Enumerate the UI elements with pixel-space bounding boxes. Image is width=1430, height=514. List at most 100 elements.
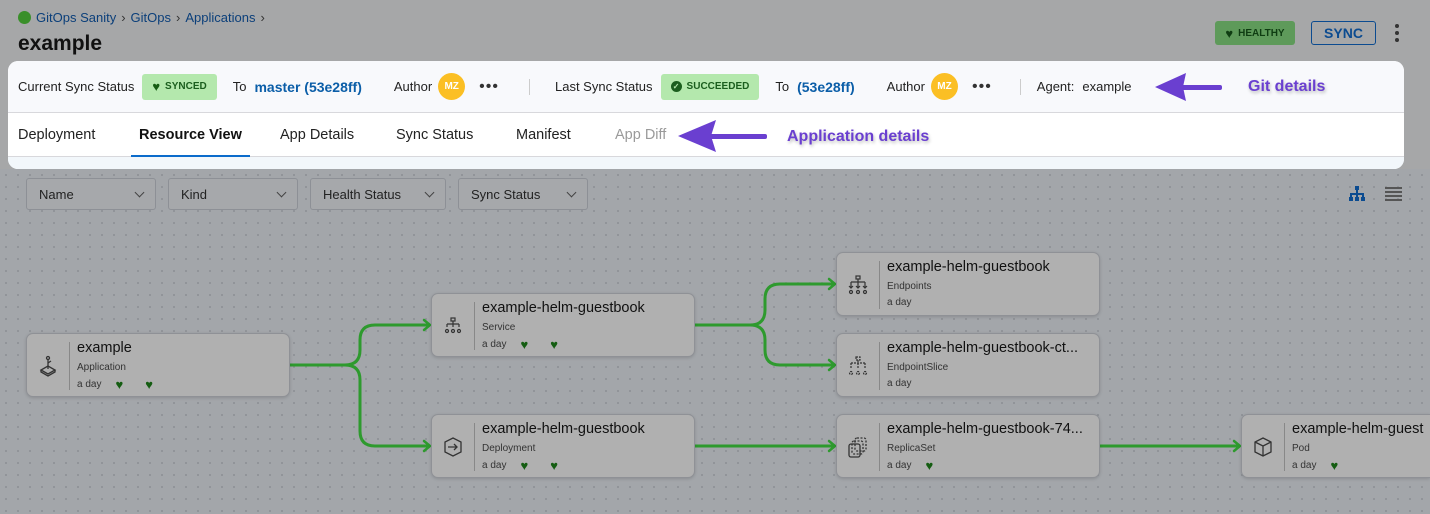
endpoints-icon xyxy=(837,253,879,317)
node-name: example-helm-guestbook xyxy=(887,259,1050,275)
succeeded-label: SUCCEEDED xyxy=(686,81,750,92)
last-sync-label: Last Sync Status xyxy=(554,79,653,94)
node-meta: a day♥♥ xyxy=(482,338,558,351)
resource-node[interactable]: example-helm-guestbook-ct... EndpointSlic… xyxy=(836,333,1100,397)
edge xyxy=(695,323,833,367)
node-meta: a day ♥ ♥ xyxy=(77,378,153,391)
current-sync-label: Current Sync Status xyxy=(18,79,135,94)
breadcrumb-separator-icon: › xyxy=(260,10,265,25)
list-view-icon[interactable] xyxy=(1385,186,1402,202)
arrow-left-icon xyxy=(678,120,767,152)
gitops-logo-icon xyxy=(18,11,31,24)
node-meta: a day ♥ xyxy=(1292,459,1338,472)
tab-manifest[interactable]: Manifest xyxy=(516,127,571,143)
sync-heart-icon: ♥ xyxy=(550,458,558,473)
node-age: a day xyxy=(887,460,912,471)
breadcrumb-item[interactable]: GitOps Sanity xyxy=(36,10,117,25)
node-name: example-helm-guest xyxy=(1292,421,1424,437)
divider xyxy=(528,78,530,95)
current-revision-link[interactable]: master (53e28ff) xyxy=(254,78,362,95)
edge-arrowheads xyxy=(422,277,1242,453)
heart-icon: ♥ xyxy=(152,79,161,94)
pod-icon xyxy=(1242,415,1284,479)
edge xyxy=(290,363,428,448)
tab-resource-view[interactable]: Resource View xyxy=(131,113,250,158)
health-label: HEALTHY xyxy=(1238,27,1285,39)
node-kind: Pod xyxy=(1292,443,1310,454)
node-meta: a day ♥ ♥ xyxy=(482,459,558,472)
filter-health-status[interactable]: Health Status xyxy=(310,178,446,210)
divider xyxy=(1019,78,1021,95)
node-meta: a day xyxy=(887,378,911,389)
health-heart-icon: ♥ xyxy=(115,377,124,392)
more-options-icon[interactable] xyxy=(1390,22,1404,44)
filter-sync-status[interactable]: Sync Status xyxy=(458,178,588,210)
node-kind: EndpointSlice xyxy=(887,362,949,373)
node-name: example-helm-guestbook-ct... xyxy=(887,340,1078,356)
node-age: a day xyxy=(887,378,912,389)
sync-heart-icon: ♥ xyxy=(550,337,558,352)
agent-value: example xyxy=(1082,79,1132,94)
annotation-arrows xyxy=(678,73,1222,152)
filter-kind[interactable]: Kind xyxy=(168,178,298,210)
tab-deployment[interactable]: Deployment xyxy=(18,127,96,143)
breadcrumb-separator-icon: › xyxy=(121,10,126,25)
breadcrumb: GitOps Sanity› GitOps› Applications› xyxy=(18,10,265,25)
divider xyxy=(474,423,475,471)
node-age: a day xyxy=(1292,460,1317,471)
filter-label: Kind xyxy=(181,186,208,202)
divider xyxy=(879,423,880,471)
tab-app-diff: App Diff xyxy=(615,127,667,143)
filter-label: Name xyxy=(39,186,74,202)
more-icon[interactable]: ••• xyxy=(479,77,499,95)
arrow-left-icon xyxy=(1155,73,1222,101)
node-age: a day xyxy=(482,460,507,471)
health-heart-icon: ♥ xyxy=(1330,458,1339,473)
node-kind: Endpoints xyxy=(887,281,932,292)
annotation-application-details: Application details xyxy=(787,128,930,145)
filter-name[interactable]: Name xyxy=(26,178,156,210)
divider xyxy=(879,261,880,309)
app-details-panel: Current Sync Status ♥SYNCED To master (5… xyxy=(8,61,1404,169)
node-kind: Deployment xyxy=(482,443,536,454)
tree-view-icon[interactable] xyxy=(1348,185,1366,203)
annotation-git-details: Git details xyxy=(1248,78,1326,95)
tab-bar: Deployment Resource View App Details Syn… xyxy=(8,113,1404,158)
succeeded-badge: ✓SUCCEEDED xyxy=(660,73,760,100)
health-heart-icon: ♥ xyxy=(520,458,529,473)
edge xyxy=(290,323,428,367)
breadcrumb-item[interactable]: GitOps xyxy=(130,10,172,25)
author-label: Author xyxy=(886,79,925,94)
heart-icon: ♥ xyxy=(1225,25,1234,41)
node-kind: Service xyxy=(482,322,516,333)
more-icon[interactable]: ••• xyxy=(971,77,992,95)
sync-button[interactable]: SYNC xyxy=(1311,21,1376,45)
panel-bottom-strip xyxy=(8,157,1404,169)
node-age: a day xyxy=(482,339,507,350)
divider xyxy=(879,342,880,390)
node-age: a day xyxy=(887,297,912,308)
tab-app-details[interactable]: App Details xyxy=(280,127,355,143)
node-kind: Application xyxy=(77,362,126,373)
node-meta: a day ♥ xyxy=(887,459,933,472)
last-revision-link[interactable]: (53e28ff) xyxy=(797,78,855,95)
replicaset-icon xyxy=(837,415,879,479)
node-age: a day xyxy=(77,379,102,390)
node-name: example-helm-guestbook xyxy=(482,421,645,437)
sync-heart-icon: ♥ xyxy=(145,377,153,392)
divider xyxy=(474,302,475,350)
deployment-icon xyxy=(432,415,474,479)
application-icon xyxy=(27,334,69,398)
breadcrumb-item[interactable]: Applications xyxy=(185,10,256,25)
to-label: To xyxy=(775,79,790,94)
health-heart-icon: ♥ xyxy=(925,458,934,473)
avatar: MZ xyxy=(438,73,466,100)
tab-sync-status[interactable]: Sync Status xyxy=(396,127,474,143)
